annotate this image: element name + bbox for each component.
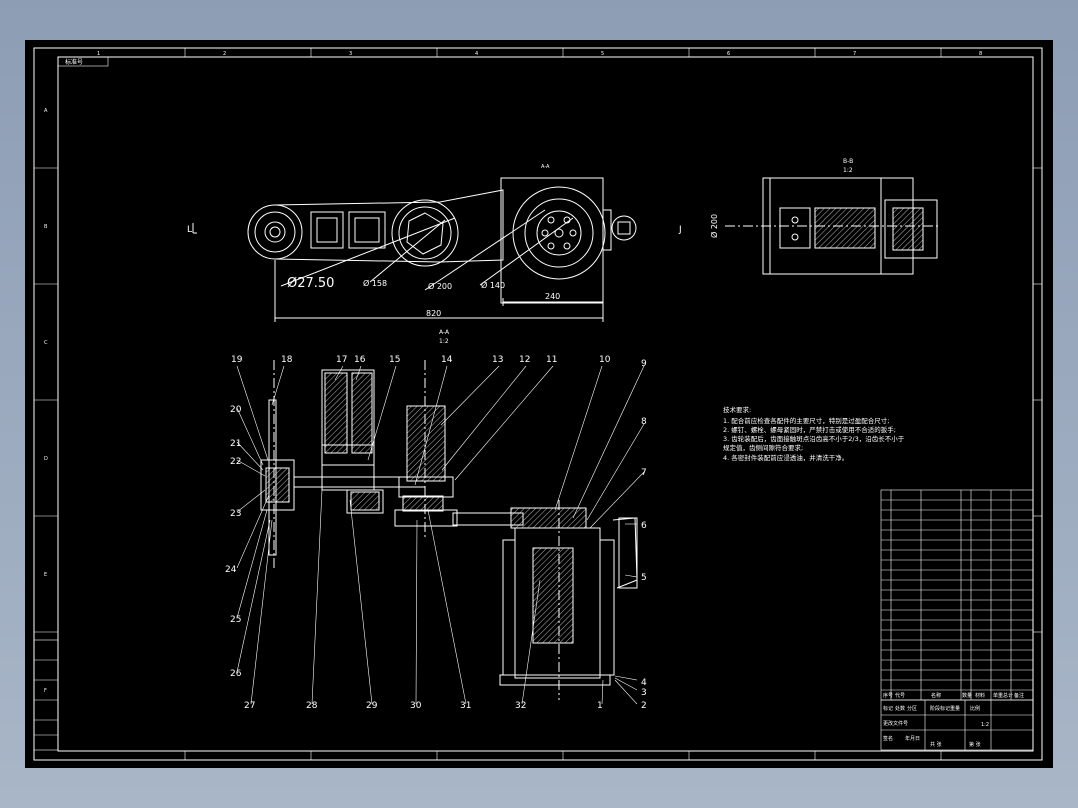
pl-header-code: 代号 — [895, 692, 905, 699]
balloon-19: 19 — [231, 355, 243, 365]
outer-border — [33, 47, 1043, 761]
balloon-4: 4 — [641, 678, 647, 688]
section-bb — [725, 177, 940, 275]
section-aa — [260, 360, 638, 700]
section-bb-scale: 1:2 — [843, 167, 853, 174]
drawing-sheet: 1 2 3 4 5 6 7 8 A B C D E F 标准号 — [25, 40, 1053, 768]
tb-weight: 重量 — [950, 705, 960, 712]
balloon-18: 18 — [281, 355, 293, 365]
dim-240: 240 — [545, 292, 560, 301]
pl-header-total: 总计 — [1003, 692, 1013, 699]
zone-letter-a: A — [44, 108, 48, 114]
balloon-24: 24 — [225, 565, 237, 575]
tb-stage-mark: 阶段标记 — [930, 705, 950, 712]
balloon-14: 14 — [441, 355, 453, 365]
top-section-mark: A-A — [541, 164, 550, 170]
pl-header-name: 名称 — [931, 692, 941, 699]
tb-ratio: 比例 — [970, 705, 980, 712]
tb-scale: 1:2 — [981, 722, 989, 728]
balloon-13: 13 — [492, 355, 503, 365]
balloon-6: 6 — [641, 521, 647, 531]
balloon-28: 28 — [306, 701, 318, 711]
section-bb-dim: Ø 200 — [709, 214, 719, 238]
balloon-27: 27 — [244, 701, 255, 711]
balloon-10: 10 — [599, 355, 611, 365]
tb-sign: 签名 — [883, 735, 893, 742]
zone-ticks — [34, 48, 1042, 760]
section-aa-scale: 1:2 — [439, 338, 449, 345]
zone-letter-e: E — [44, 572, 47, 578]
balloon-1: 1 — [597, 701, 603, 711]
balloon-30: 30 — [410, 701, 422, 711]
side-mark-right: J — [678, 225, 682, 235]
pl-header-no: 序号 — [883, 692, 893, 699]
balloon-9: 9 — [641, 359, 647, 369]
dim-820: 820 — [426, 309, 441, 318]
balloon-29: 29 — [366, 701, 378, 711]
zone-num-7: 7 — [853, 51, 856, 57]
tb-mark: 标记 — [883, 705, 893, 712]
balloon-8: 8 — [641, 417, 647, 427]
tb-date: 年月日 — [905, 735, 920, 742]
inner-border — [57, 56, 1034, 752]
tb-sheet-total: 共 张 — [930, 741, 942, 748]
zone-num-6: 6 — [727, 51, 730, 57]
balloon-25: 25 — [230, 615, 241, 625]
zone-letter-f: F — [44, 688, 47, 694]
balloon-leaders — [236, 365, 645, 705]
tech-req-item-5: 4. 各密封件装配前应浸透油，并清洗干净。 — [723, 453, 848, 462]
balloon-21: 21 — [230, 439, 241, 449]
zone-num-5: 5 — [601, 51, 604, 57]
tb-sheet-no: 第 张 — [969, 741, 981, 748]
balloon-23: 23 — [230, 509, 241, 519]
balloon-22: 22 — [230, 457, 241, 467]
balloon-31: 31 — [460, 701, 471, 711]
balloon-17: 17 — [336, 355, 347, 365]
zone-num-3: 3 — [349, 51, 352, 57]
pl-header-unit-wt: 单重 — [993, 692, 1003, 699]
dim-d158: Ø 158 — [363, 278, 387, 288]
section-aa-title: A-A — [439, 329, 450, 336]
dim-d140: Ø 140 — [481, 280, 505, 290]
corner-tag-box — [57, 56, 109, 67]
balloon-16: 16 — [354, 355, 366, 365]
zone-letter-c: C — [44, 340, 48, 346]
tech-req-item-1: 1. 配合前应检查各配件的主要尺寸，特别是过盈配合尺寸; — [723, 416, 889, 425]
tech-req-item-3: 3. 齿轮装配后，齿面接触斑点沿齿高不小于2/3，沿齿长不小于 — [723, 434, 905, 443]
tb-count: 处数 — [895, 705, 905, 712]
parts-list — [33, 489, 1034, 751]
pl-header-note: 备注 — [1014, 692, 1024, 699]
cad-drawing: 1 2 3 4 5 6 7 8 A B C D E F 标准号 — [33, 47, 1043, 761]
balloon-2: 2 — [641, 701, 647, 711]
zone-num-4: 4 — [475, 51, 478, 57]
zone-letter-b: B — [44, 224, 48, 230]
pl-header-material: 材料 — [975, 692, 985, 699]
tb-zone: 分区 — [907, 705, 917, 712]
balloon-32: 32 — [515, 701, 526, 711]
balloon-12: 12 — [519, 355, 530, 365]
corner-tag: 标准号 — [65, 58, 83, 66]
tech-req-item-2: 2. 螺钉、螺栓、螺母紧固时，严禁打击或使用不合适的扳手; — [723, 425, 896, 434]
balloon-7: 7 — [641, 468, 647, 478]
balloon-11: 11 — [546, 355, 557, 365]
balloon-15: 15 — [389, 355, 400, 365]
balloon-3: 3 — [641, 688, 647, 698]
section-bb-title: B-B — [843, 158, 853, 165]
zone-letter-d: D — [44, 456, 48, 462]
pl-header-qty: 数量 — [962, 692, 972, 699]
balloon-20: 20 — [230, 405, 242, 415]
tech-req-title: 技术要求: — [723, 405, 751, 414]
zone-num-1: 1 — [97, 51, 100, 57]
tech-req-item-4: 规定值，齿侧间隙符合要求; — [723, 443, 803, 452]
balloon-26: 26 — [230, 669, 242, 679]
top-view — [192, 177, 637, 322]
tb-change-doc: 更改文件号 — [883, 720, 908, 727]
zone-num-2: 2 — [223, 51, 226, 57]
dim-d200: Ø 200 — [428, 281, 452, 291]
dim-d27: Ø27.50 — [287, 276, 334, 291]
zone-num-8: 8 — [979, 51, 982, 57]
balloon-5: 5 — [641, 573, 647, 583]
side-mark-left: L — [187, 225, 192, 235]
